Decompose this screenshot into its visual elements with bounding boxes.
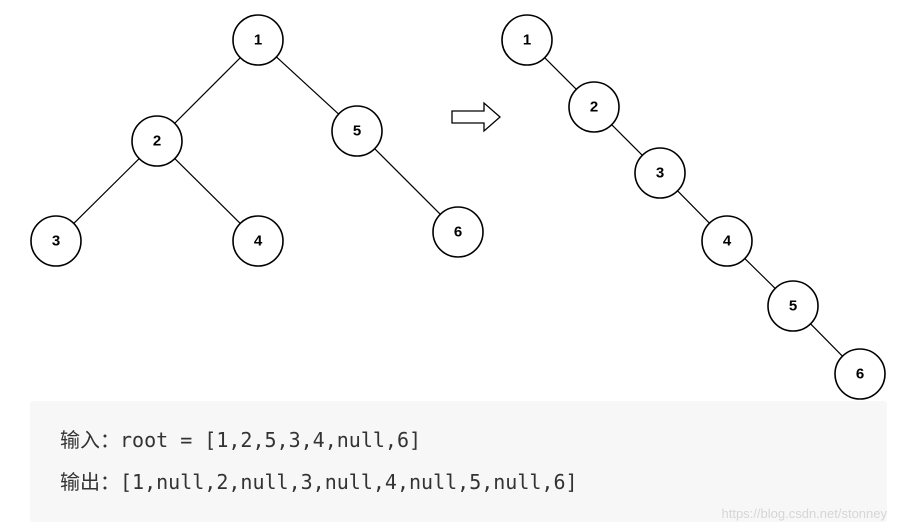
- before-node-circle-5: [331, 105, 383, 157]
- before-node-circle-6: [432, 206, 484, 258]
- after-node-6: 6: [834, 348, 886, 400]
- before-node-1: 1: [232, 14, 284, 66]
- before-node-circle-1: [232, 14, 284, 66]
- after-edge-4-5: [744, 258, 776, 289]
- before-edge-2-4: [174, 158, 241, 224]
- output-line: 输出：[1,null,2,null,3,null,4,null,5,null,6…: [60, 470, 578, 494]
- after-node-label-3: 3: [656, 165, 664, 182]
- after-node-circle-4: [701, 215, 753, 267]
- before-edge-1-2: [174, 57, 241, 124]
- after-node-5: 5: [767, 280, 819, 332]
- after-node-label-4: 4: [723, 233, 732, 250]
- after-node-circle-2: [568, 81, 620, 133]
- after-node-circle-3: [634, 147, 686, 199]
- transform-arrow-icon: [451, 101, 501, 133]
- after-node-label-2: 2: [590, 99, 598, 116]
- after-node-label-6: 6: [856, 366, 864, 383]
- before-node-label-1: 1: [254, 32, 262, 49]
- watermark: https://blog.csdn.net/stonney: [721, 506, 888, 521]
- before-node-label-5: 5: [353, 123, 361, 140]
- after-node-4: 4: [701, 215, 753, 267]
- before-node-circle-2: [131, 115, 183, 167]
- after-node-1: 1: [501, 14, 553, 66]
- before-node-circle-4: [232, 215, 284, 267]
- before-node-label-3: 3: [52, 233, 60, 250]
- before-node-label-2: 2: [153, 133, 161, 150]
- after-node-circle-5: [767, 280, 819, 332]
- before-node-6: 6: [432, 206, 484, 258]
- input-line: 输入：root = [1,2,5,3,4,null,6]: [60, 428, 422, 452]
- before-node-label-4: 4: [254, 233, 263, 250]
- after-node-label-1: 1: [523, 32, 531, 49]
- after-edge-5-6: [810, 323, 843, 357]
- before-node-3: 3: [30, 215, 82, 267]
- nodes-layer: 1 2 5 3 4 6 1 2 3 4 5 6: [30, 14, 886, 400]
- before-node-2: 2: [131, 115, 183, 167]
- edges-layer: [73, 56, 843, 357]
- before-node-label-6: 6: [454, 224, 462, 241]
- after-edge-3-4: [677, 190, 710, 224]
- before-edge-5-6: [374, 148, 441, 215]
- after-node-3: 3: [634, 147, 686, 199]
- after-edge-2-3: [611, 124, 643, 156]
- after-edge-1-2: [544, 57, 577, 90]
- before-edge-1-5: [275, 56, 340, 115]
- after-node-2: 2: [568, 81, 620, 133]
- before-node-4: 4: [232, 215, 284, 267]
- after-node-circle-1: [501, 14, 553, 66]
- before-node-5: 5: [331, 105, 383, 157]
- before-node-circle-3: [30, 215, 82, 267]
- before-edge-2-3: [73, 158, 140, 224]
- example-code-block: 输入：root = [1,2,5,3,4,null,6] 输出：[1,null,…: [30, 401, 887, 522]
- after-node-label-5: 5: [789, 298, 797, 315]
- after-node-circle-6: [834, 348, 886, 400]
